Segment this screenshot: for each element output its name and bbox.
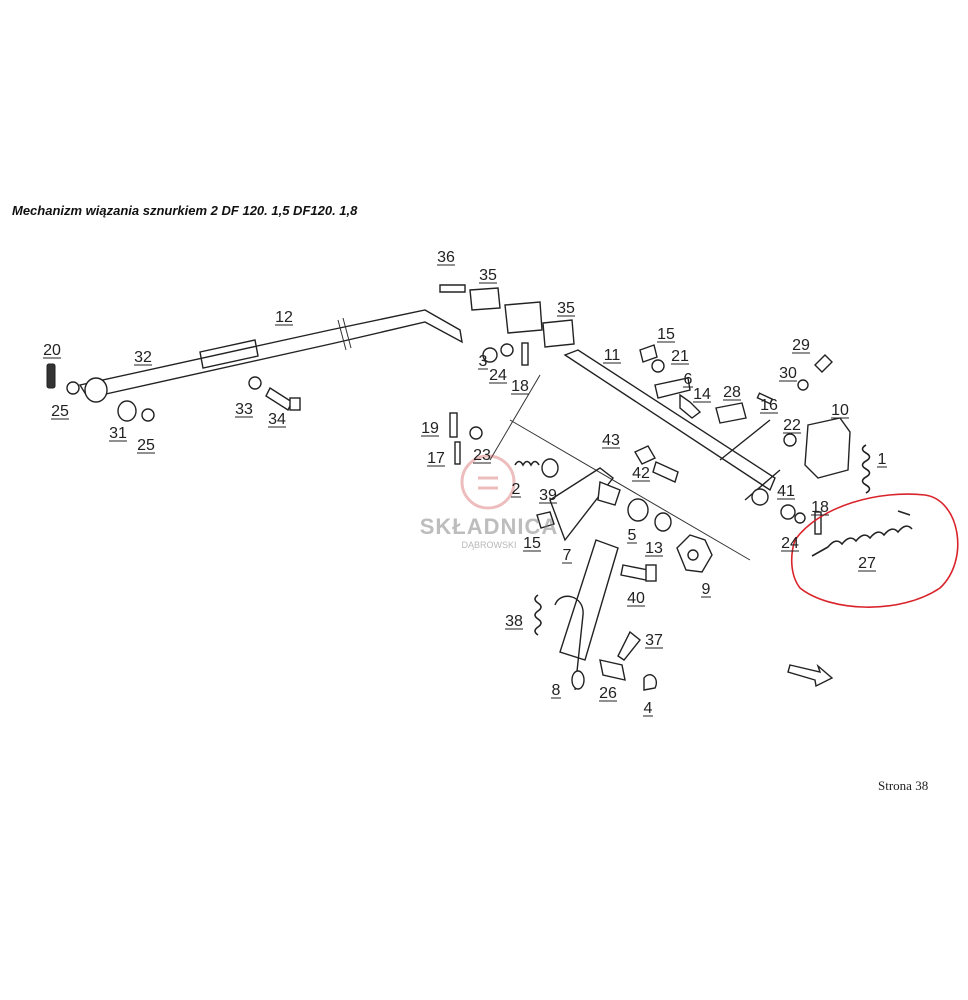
plate-part-7 [549,467,621,542]
callout-label-14: 14 [693,386,711,403]
page-title: Mechanizm wiązania sznurkiem 2 DF 120. 1… [12,203,358,218]
spring-part-38 [534,594,542,636]
callout-label-2: 2 [512,481,521,498]
bolt-part-34 [248,376,301,412]
callout-label-29: 29 [792,337,810,354]
callout-label-6: 6 [684,371,693,388]
spring-bracket-part-2 [514,458,559,478]
callout-label-5: 5 [628,527,637,544]
parts-37-26-4 [599,630,657,691]
callout-label-39: 39 [539,487,557,504]
tube-part-12 [78,309,463,399]
callout-label-16: 16 [760,397,778,414]
watermark-text: SKŁADNICA [419,514,559,539]
callout-label-4: 4 [644,700,653,717]
callout-label-8: 8 [552,682,561,699]
callout-label-25: 25 [51,403,69,420]
end-bushings [46,363,155,422]
spring-part-1 [861,444,871,494]
spring-part-27 [811,510,913,557]
nuts-part-15-5-13 [536,498,672,532]
callout-label-18: 18 [811,499,829,516]
callout-label-32: 32 [134,349,152,366]
callout-label-34: 34 [268,411,286,428]
callout-label-12: 12 [275,309,293,326]
callout-label-36: 36 [437,249,455,266]
direction-arrow [787,663,834,688]
callout-label-18: 18 [511,378,529,395]
page-number: Strona 38 [878,778,929,793]
washers-part-3-24-18 [482,342,529,366]
arm-part-8 [554,539,619,691]
watermark-subtext: DĄBROWSKI [461,540,517,550]
callout-label-13: 13 [645,540,663,557]
callout-label-20: 20 [43,342,61,359]
bolt-part-42-43 [634,445,679,483]
callout-label-38: 38 [505,613,523,630]
bracket-part-35 [439,284,575,348]
cam-wheel-part-9 [676,534,713,573]
callout-label-30: 30 [779,365,797,382]
callout-label-42: 42 [632,465,650,482]
callout-label-37: 37 [645,632,663,649]
callout-label-21: 21 [671,348,689,365]
callout-label-3: 3 [479,353,488,370]
watermark-logo [460,454,516,510]
callout-label-19: 19 [421,420,439,437]
callout-label-1: 1 [878,451,887,468]
highlight-circle [790,493,959,608]
pins-part-19-17 [449,412,483,465]
callout-label-9: 9 [702,581,711,598]
callout-label-10: 10 [831,402,849,419]
callout-label-24: 24 [781,535,799,552]
callout-label-15: 15 [657,326,675,343]
callout-label-24: 24 [489,367,507,384]
parts-41-18-24 [751,488,822,535]
callout-label-41: 41 [777,483,795,500]
bolt-part-40 [620,564,657,582]
callout-label-28: 28 [723,384,741,401]
callout-label-17: 17 [427,450,445,467]
nipple-part-29-30 [797,354,833,391]
callout-label-22: 22 [783,417,801,434]
callout-label-11: 11 [604,347,621,364]
callout-label-26: 26 [599,685,617,702]
lever-part-11 [489,349,781,561]
callout-label-33: 33 [235,401,253,418]
callout-label-35: 35 [557,300,575,317]
callout-label-23: 23 [473,447,491,464]
callout-label-15: 15 [523,535,541,552]
callout-label-7: 7 [563,547,572,564]
callout-label-27: 27 [858,555,876,572]
callout-label-31: 31 [109,425,127,442]
callout-label-35: 35 [479,267,497,284]
callout-label-25: 25 [137,437,155,454]
callout-label-40: 40 [627,590,645,607]
small-parts-cluster [639,344,774,424]
callout-label-43: 43 [602,432,620,449]
